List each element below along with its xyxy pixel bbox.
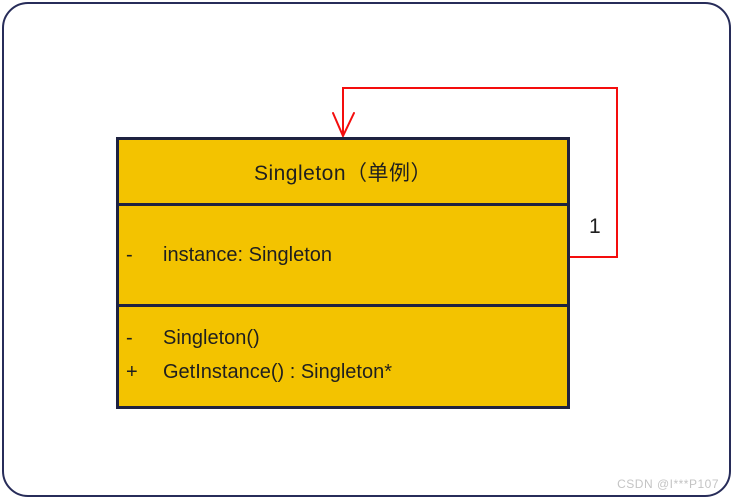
method-visibility: + bbox=[126, 361, 138, 383]
class-methods-compartment: - Singleton() + GetInstance() : Singleto… bbox=[119, 307, 567, 406]
method-visibility: - bbox=[126, 327, 133, 349]
watermark-text: CSDN @I***P107 bbox=[617, 477, 719, 491]
multiplicity-label: 1 bbox=[589, 215, 601, 238]
singleton-class-box: Singleton（单例） - instance: Singleton - Si… bbox=[116, 137, 570, 409]
method-label: GetInstance() : Singleton* bbox=[163, 361, 393, 383]
method-label: Singleton() bbox=[163, 327, 260, 349]
attribute-visibility: - bbox=[126, 244, 133, 266]
attribute-label: instance: Singleton bbox=[163, 244, 333, 266]
class-name-label: Singleton（单例） bbox=[253, 161, 433, 185]
method-row: + GetInstance() : Singleton* bbox=[119, 355, 567, 389]
method-row: - Singleton() bbox=[119, 321, 567, 355]
class-attributes-compartment: - instance: Singleton bbox=[119, 206, 567, 307]
open-arrowhead-icon bbox=[332, 112, 355, 139]
attribute-row: - instance: Singleton bbox=[119, 238, 567, 272]
class-title-compartment: Singleton（单例） bbox=[119, 140, 567, 206]
